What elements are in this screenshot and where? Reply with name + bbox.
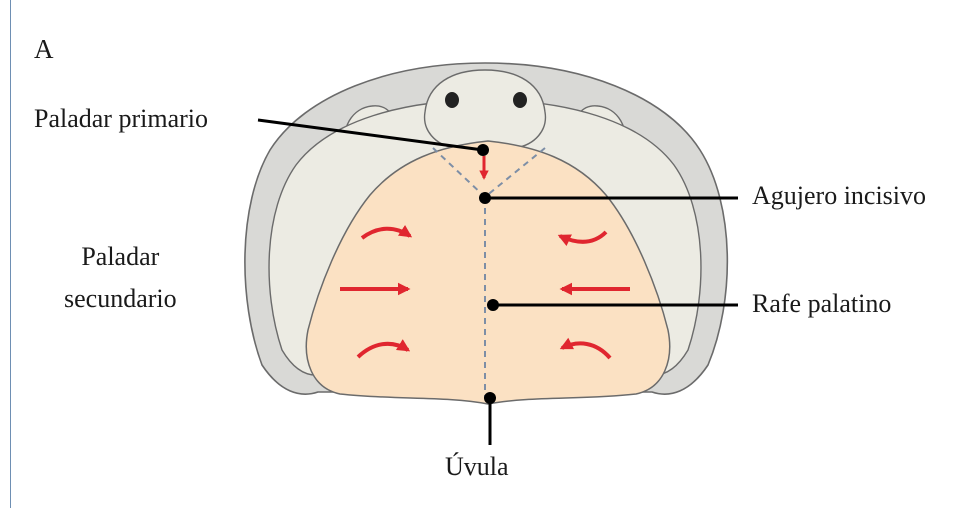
nostril-icon	[445, 92, 459, 108]
label-uvula: Úvula	[445, 452, 509, 482]
label-agujero-incisivo: Agujero incisivo	[752, 181, 926, 211]
leader-dot-icon	[487, 299, 499, 311]
nose-shape	[425, 70, 546, 148]
label-paladar-secundario: Paladar secundario	[64, 236, 177, 320]
leader-dot-icon	[484, 392, 496, 404]
label-paladar-primario: Paladar primario	[34, 104, 208, 134]
leader-dot-icon	[477, 144, 489, 156]
label-paladar-secundario-line2: secundario	[64, 278, 177, 320]
label-rafe-palatino: Rafe palatino	[752, 289, 891, 319]
nostril-icon	[513, 92, 527, 108]
label-paladar-secundario-line1: Paladar	[64, 236, 177, 278]
leader-dot-icon	[479, 192, 491, 204]
panel-letter: A	[34, 34, 54, 64]
